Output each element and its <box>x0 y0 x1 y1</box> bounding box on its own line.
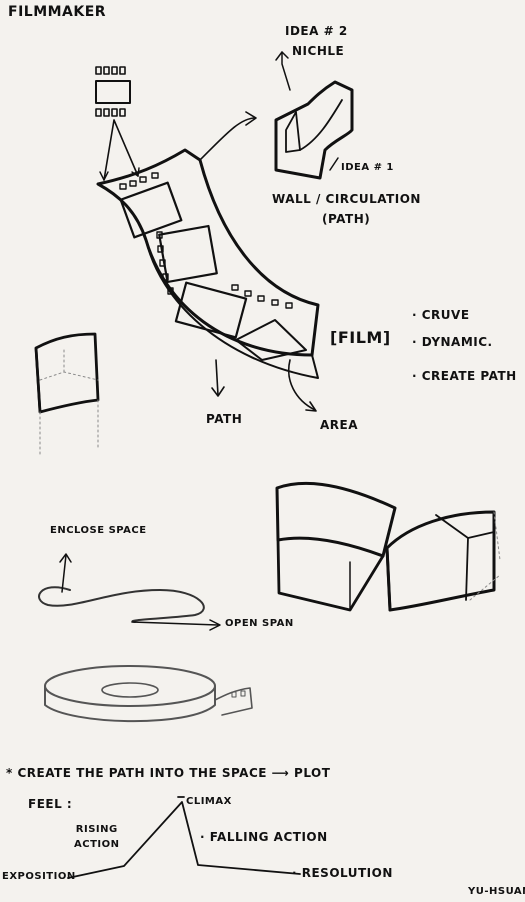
rising-action-label: RISING ACTION <box>74 824 120 850</box>
idea1-label: IDEA # 1 <box>341 162 394 173</box>
plot-diagram <box>67 796 301 879</box>
span-curve-sketch <box>38 553 221 631</box>
film-bullet-dynamic: · DYNAMIC. <box>412 335 493 349</box>
enclose-space-label: ENCLOSE SPACE <box>50 525 147 536</box>
film-frame-icon <box>95 66 140 181</box>
open-span-label: OPEN SPAN <box>225 618 294 629</box>
path-paren-label: (PATH) <box>322 212 371 226</box>
film-reel-sketch <box>44 665 253 723</box>
page-title: FILMMAKER <box>8 4 107 20</box>
wall-circulation-label: WALL / CIRCULATION <box>272 192 421 206</box>
curved-wall-block <box>34 332 100 456</box>
niche-wall-sketch <box>274 51 354 180</box>
climax-label: CLIMAX <box>186 796 232 807</box>
curved-film-path <box>96 111 320 379</box>
film-bullet-create-path: · CREATE PATH <box>412 369 517 383</box>
film-bullet-curve: · CRUVE <box>412 308 470 322</box>
niche-label: NICHLE <box>292 44 345 58</box>
exposition-label: EXPOSITION <box>2 871 76 882</box>
resolution-label: · RESOLUTION <box>292 866 393 880</box>
film-label: [FILM] <box>330 328 391 347</box>
path-area-arrows <box>211 359 317 412</box>
author-signature: YU-HSUAN <box>468 886 525 897</box>
path-label: PATH <box>206 412 243 426</box>
plot-statement: * CREATE THE PATH INTO THE SPACE ⟶ PLOT <box>6 766 331 780</box>
idea2-label: IDEA # 2 <box>285 24 348 38</box>
area-label: AREA <box>320 418 359 432</box>
falling-action-label: · FALLING ACTION <box>200 830 328 844</box>
feel-label: FEEL : <box>28 797 73 811</box>
curved-blocks-3d <box>275 481 501 612</box>
